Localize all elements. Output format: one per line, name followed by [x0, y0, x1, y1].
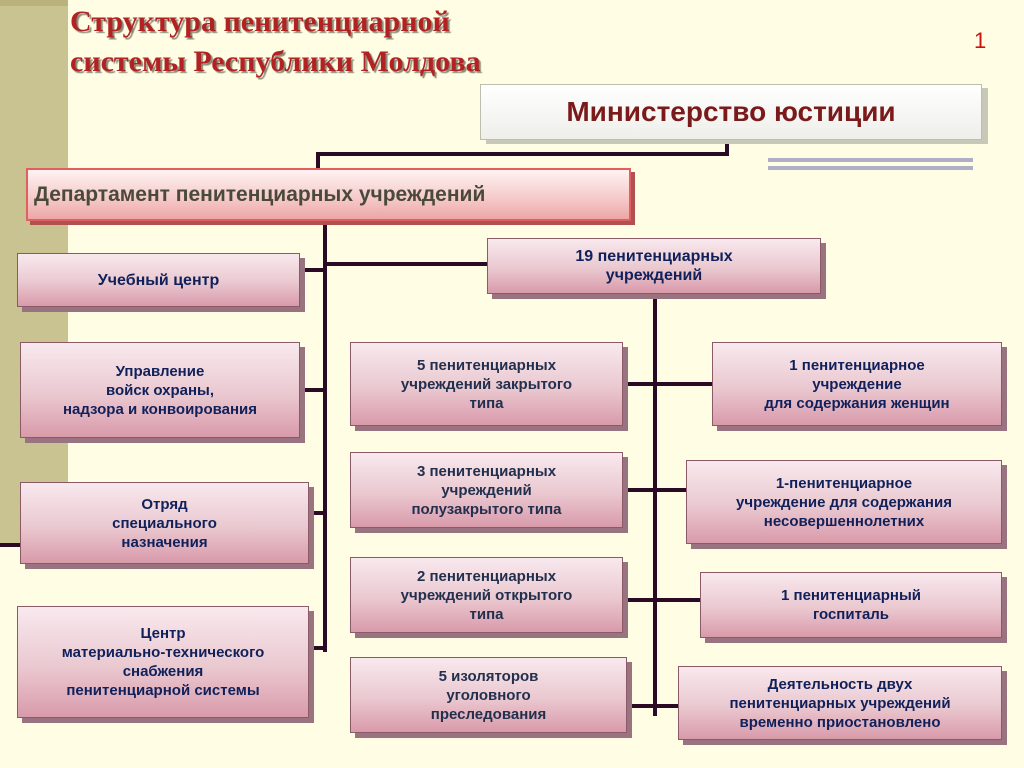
institutions-19-box: 19 пенитенциарных учреждений [487, 238, 821, 294]
guard-directorate-box: Управление войск охраны, надзора и конво… [20, 342, 300, 438]
hospital-box: 1 пенитенциарный госпиталь [700, 572, 1002, 638]
ministry-box: Министерство юстиции [480, 84, 982, 140]
open-type-box: 2 пенитенциарных учреждений открытого ти… [350, 557, 623, 633]
closed-type-box: 5 пенитенциарных учреждений закрытого ти… [350, 342, 623, 426]
slide-title: Структура пенитенциарной системы Республ… [70, 5, 481, 78]
juveniles-institution-box: 1-пенитенциарное учреждение для содержан… [686, 460, 1002, 544]
suspended-institutions-box: Деятельность двух пенитенциарных учрежде… [678, 666, 1002, 740]
training-center-box: Учебный центр [17, 253, 300, 307]
supply-center-box: Центр материально-технического снабжения… [17, 606, 309, 718]
page-number: 1 [974, 28, 987, 53]
decorative-lines [768, 158, 973, 178]
special-unit-box: Отряд специального назначения [20, 482, 309, 564]
semi-closed-type-box: 3 пенитенциарных учреждений полузакрытог… [350, 452, 623, 528]
department-box: Департамент пенитенциарных учреждений [26, 168, 631, 221]
women-institution-box: 1 пенитенциарное учреждение для содержан… [712, 342, 1002, 426]
connector-ministry-dept [316, 140, 729, 168]
top-decor-strip [0, 0, 68, 6]
isolators-box: 5 изоляторов уголовного преследования [350, 657, 627, 733]
